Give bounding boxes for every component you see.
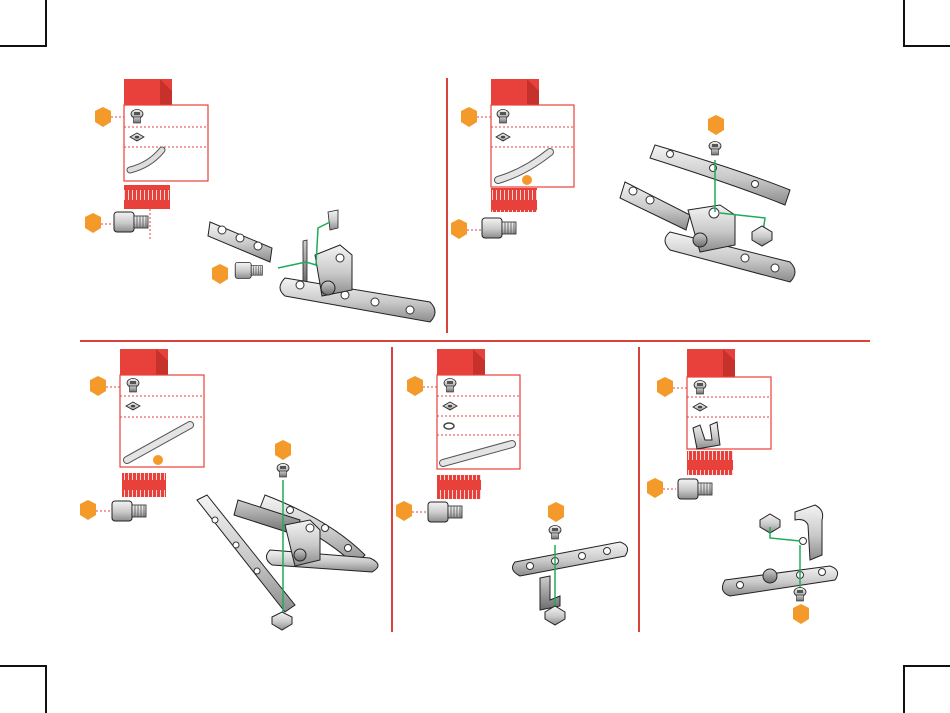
step-2-quantity-badge <box>522 175 532 185</box>
step-4-assembly <box>512 502 627 625</box>
step-5-callout-assembly <box>793 604 809 624</box>
step-1-assembly <box>208 210 435 322</box>
step-1-bolt-icon <box>114 212 148 232</box>
step-5-bolt-icon <box>678 479 712 499</box>
step-5-assembly <box>722 505 837 624</box>
step-1-callout-bolt <box>85 213 101 233</box>
step-2-callout-parts <box>461 107 477 127</box>
step-3-bolt-icon <box>112 501 146 521</box>
step-3-assembly <box>197 440 378 630</box>
step-2-panel <box>451 79 795 282</box>
step-4-callout-bolt <box>396 501 412 521</box>
step-4-callout-assembly <box>548 502 564 522</box>
step-3-panel <box>80 349 378 630</box>
step-2-callout-bolt <box>451 219 467 239</box>
step-1-callout-assembly <box>212 264 228 284</box>
step-2-ruler <box>491 188 537 212</box>
step-1-callout-parts <box>95 107 111 127</box>
step-5-ruler <box>687 451 733 475</box>
step-3-quantity-badge <box>153 455 163 465</box>
step-2-callout-assembly <box>708 115 724 135</box>
step-1-panel <box>85 79 435 322</box>
step-3-callout-parts <box>90 376 106 396</box>
step-5-callout-parts <box>657 377 673 397</box>
step-2-assembly <box>620 115 795 282</box>
step-5-panel <box>647 349 838 624</box>
step-5-callout-bolt <box>647 478 663 498</box>
step-4-panel <box>396 349 628 625</box>
step-3-callout-assembly <box>275 440 291 460</box>
step-3-callout-bolt <box>80 500 96 520</box>
step-2-bolt-icon <box>482 218 516 238</box>
step-4-bolt-icon <box>428 502 462 522</box>
step-1-ruler <box>124 185 170 209</box>
step-4-callout-parts <box>407 376 423 396</box>
step-4-ruler <box>437 475 481 499</box>
step-3-ruler <box>122 473 166 497</box>
